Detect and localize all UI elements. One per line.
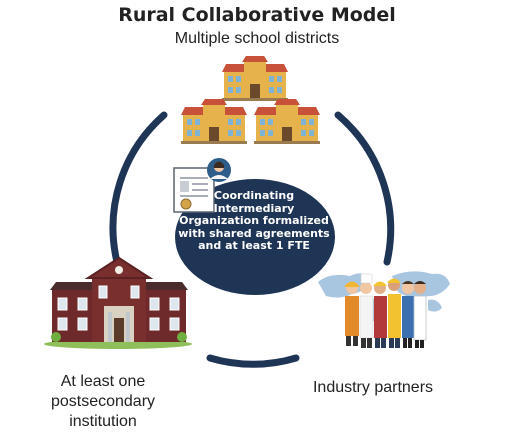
diagram-title: Rural Collaborative Model (118, 4, 396, 26)
center-ellipse (175, 179, 335, 295)
ring-arc-right (334, 111, 395, 266)
school-district-icon-left (181, 99, 247, 144)
ring-arc-left (109, 111, 168, 266)
node-label-school-districts: Multiple school districts (174, 30, 340, 47)
node-label-industry: Industry partners (312, 379, 434, 396)
avatar-icon (207, 158, 231, 182)
school-district-icon-right (254, 99, 320, 144)
node-label-intermediary: Coordinating Intermediary Organization f… (178, 189, 330, 252)
school-district-icon-top (222, 56, 288, 101)
ring-arc-bottom (206, 354, 300, 368)
cycle-ring (109, 111, 395, 368)
industry-workers-icon (344, 273, 427, 348)
node-label-postsecondary: At least one postsecondary institution (50, 373, 156, 430)
college-building-icon (44, 256, 192, 349)
certificate-icon (173, 167, 215, 213)
